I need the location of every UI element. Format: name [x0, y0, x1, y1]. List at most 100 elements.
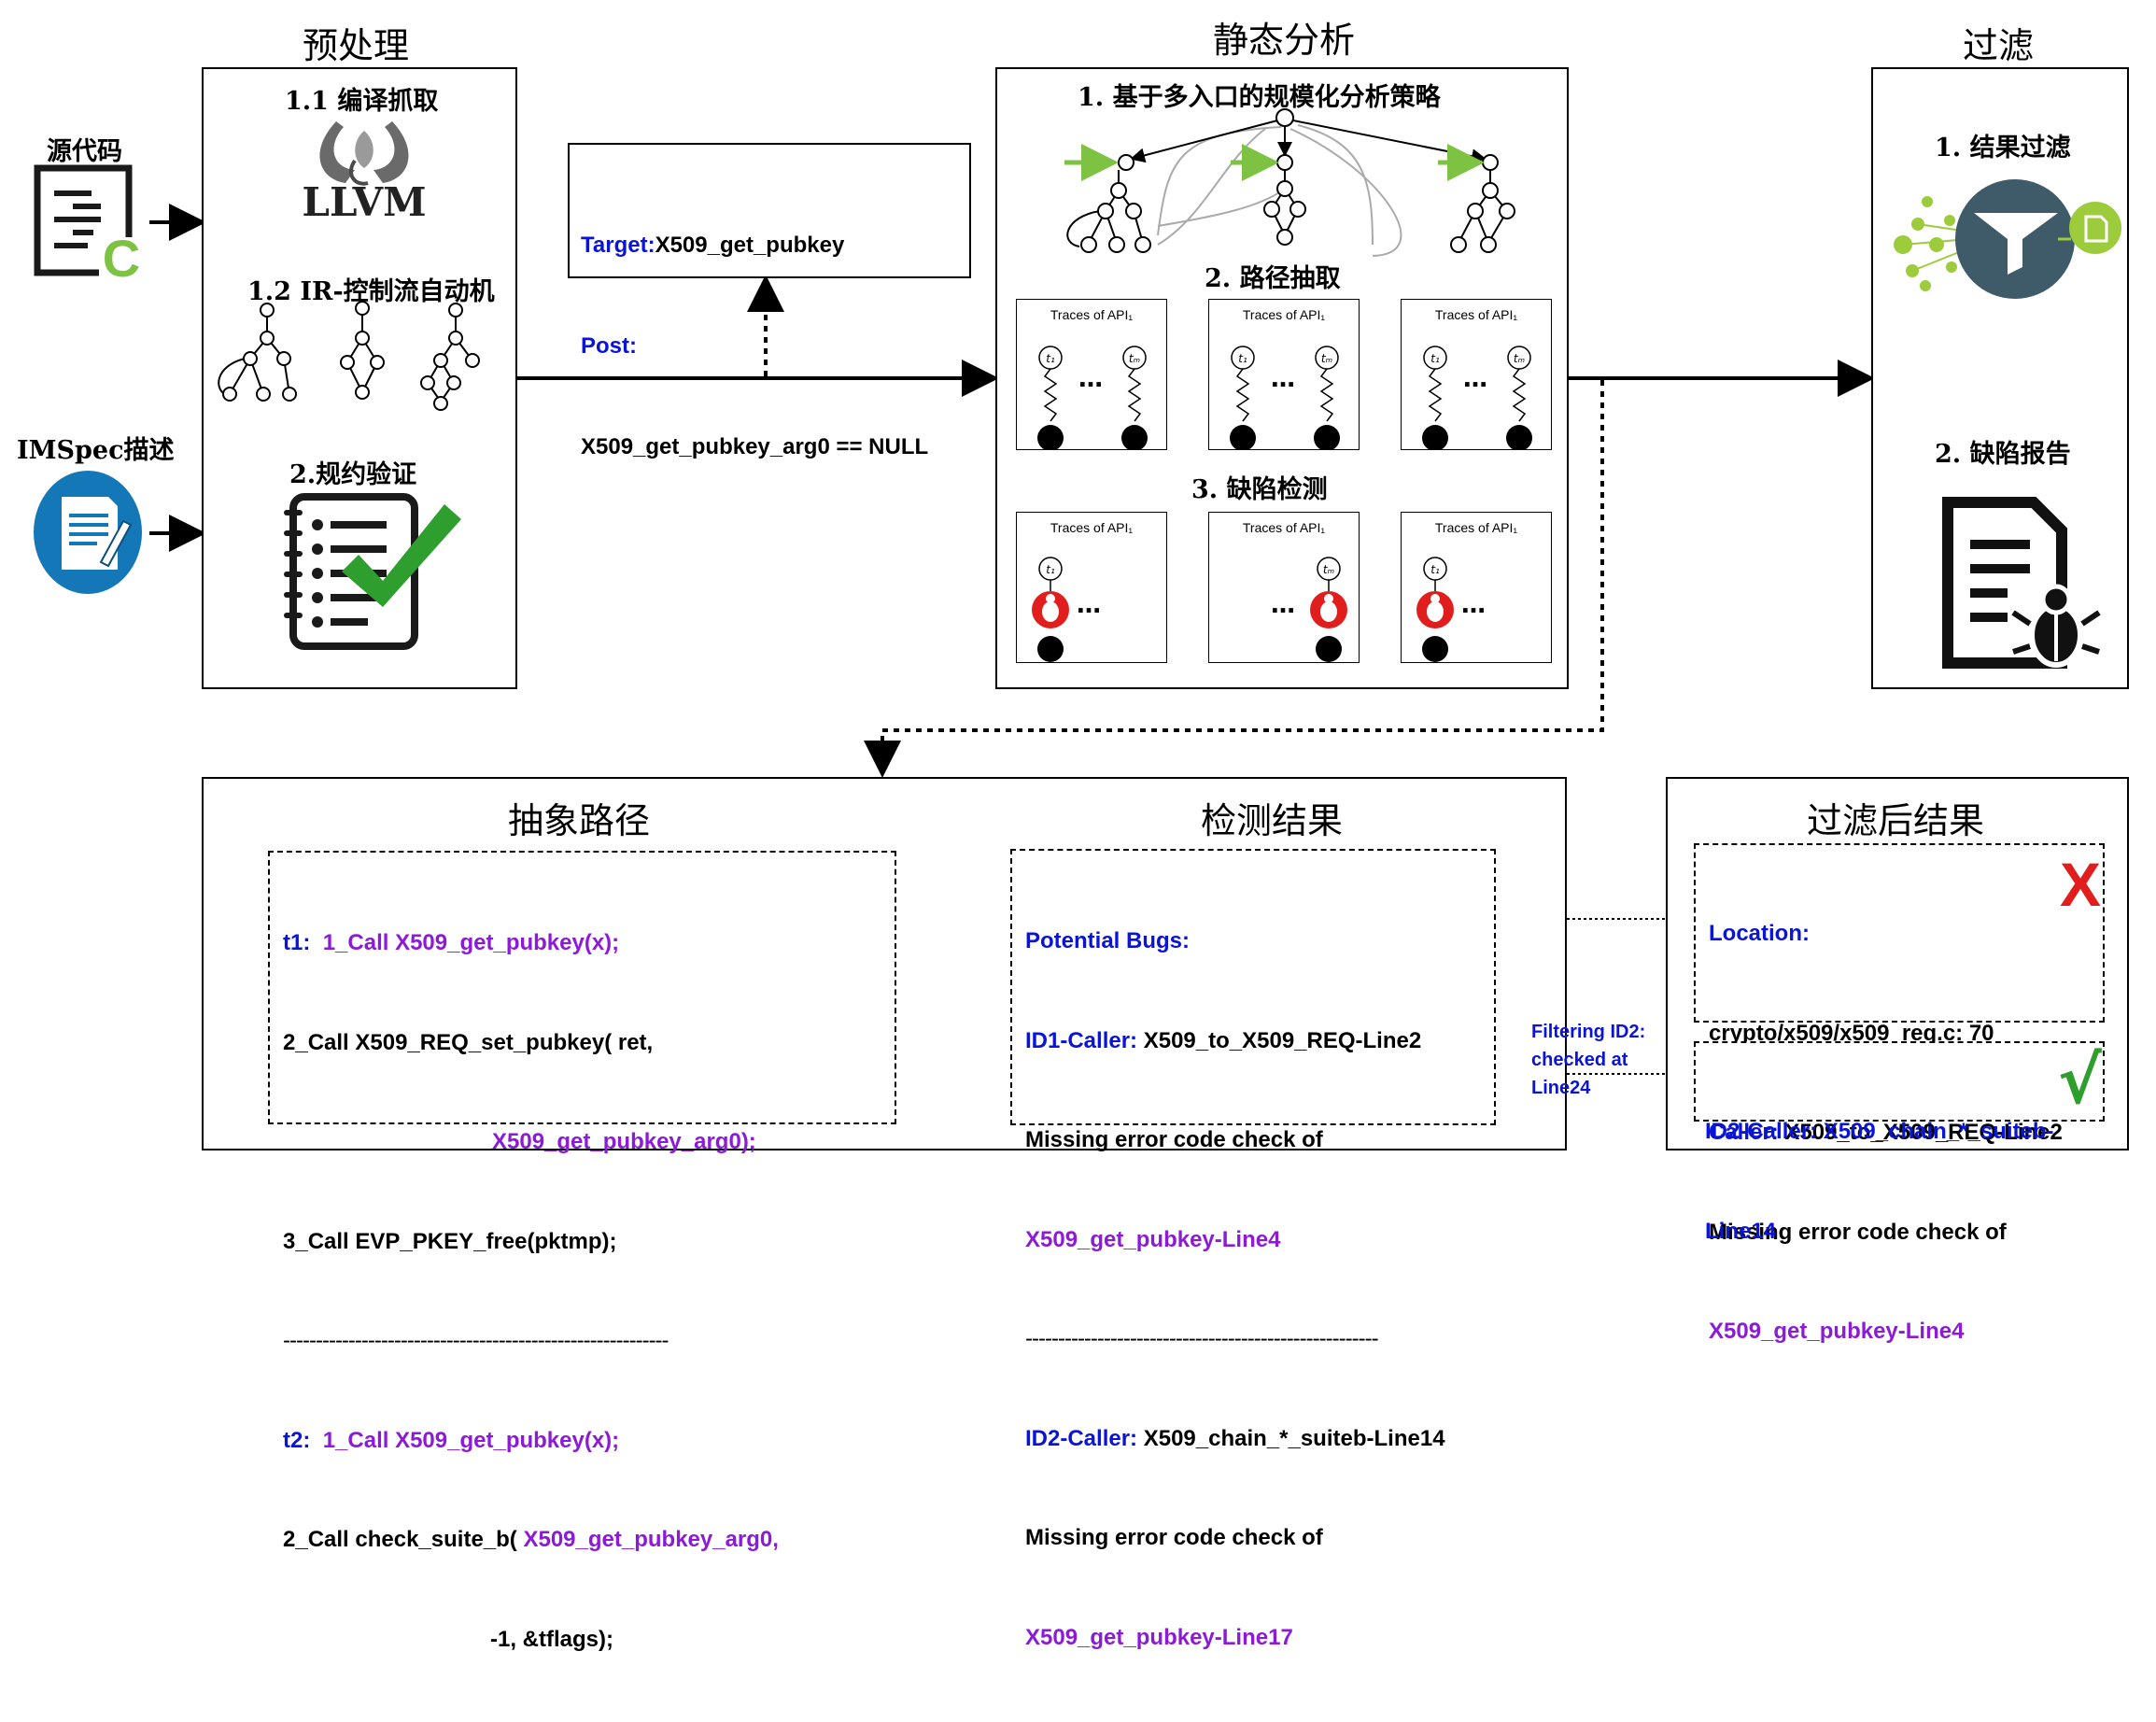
- id2-caller-value: X509_chain_*_suiteb-Line14: [1143, 1425, 1445, 1451]
- source-code-icon: C: [34, 164, 144, 281]
- target-key: Target:: [581, 233, 655, 258]
- path-trace-box: Traces of API₁ t₁ tₘ …: [1016, 299, 1167, 450]
- spec-target-box: Target:X509_get_pubkey Post: X509_get_pu…: [568, 143, 971, 459]
- spec-document-icon: [34, 471, 142, 594]
- detection-trace-box: Traces of API₁ tₘ …: [1208, 512, 1360, 663]
- caller-value: X509_to_X509_REQ-Line2: [1784, 1120, 2063, 1145]
- ellipsis: …: [1463, 365, 1487, 393]
- t2-call2-tail: -1, &tflags);: [490, 1626, 613, 1652]
- potential-bugs-heading: Potential Bugs:: [1025, 928, 1191, 953]
- svg-text:tₘ: tₘ: [1129, 352, 1140, 365]
- svg-text:t₁: t₁: [1430, 563, 1440, 576]
- filtered-function: X509_get_pubkey-Line4: [1709, 1319, 1965, 1344]
- ellipsis: …: [1077, 591, 1101, 619]
- caller-key: Caller:: [1709, 1120, 1779, 1145]
- filtered-results-title: 过滤后结果: [1806, 800, 1984, 841]
- id2-caller-key: ID2-Caller:: [1025, 1425, 1138, 1451]
- trace-title: Traces of API₁: [1434, 307, 1518, 322]
- ir-cfa-graphs: [218, 301, 480, 411]
- t2-call2: 2_Call check_suite_b(: [283, 1527, 517, 1552]
- dragon-icon: [319, 121, 409, 186]
- ellipsis: …: [1271, 591, 1295, 619]
- svg-text:C: C: [103, 229, 140, 281]
- post-key: Post:: [581, 333, 637, 359]
- id1-function: X509_get_pubkey-Line4: [1025, 1226, 1281, 1252]
- id1-caller-value: X509_to_X509_REQ-Line2: [1143, 1027, 1422, 1053]
- spec-verify-label: 2.规约验证: [289, 460, 417, 489]
- t1-prefix: t1:: [283, 930, 311, 955]
- path-extraction-label: 2. 路径抽取: [1205, 264, 1341, 293]
- preprocess-title: 预处理: [302, 25, 409, 66]
- svg-text:tₘ: tₘ: [1323, 563, 1334, 576]
- id2-filtered-line2: Line14: [1705, 1218, 1777, 1244]
- trace-title: Traces of API₁: [1050, 520, 1134, 535]
- detection-trace-box: Traces of API₁ t₁ …: [1401, 512, 1552, 663]
- t2-call2-arg: X509_get_pubkey_arg0,: [523, 1527, 779, 1552]
- compile-capture-label: 1.1 编译抓取: [285, 87, 439, 116]
- svg-text:t₁: t₁: [1046, 352, 1055, 365]
- filtered-bug-box: Location: crypto/x509/x509_req.c: 70 Cal…: [1694, 843, 2105, 1344]
- result-filter-label: 1. 结果过滤: [1935, 134, 2071, 162]
- t2-prefix: t2:: [283, 1427, 311, 1453]
- location-key: Location:: [1709, 921, 1810, 946]
- filter-funnel-icon: [1894, 179, 2121, 299]
- bug-report-icon: [1942, 497, 2101, 669]
- trace-title: Traces of API₁: [1434, 520, 1518, 535]
- ellipsis: …: [1271, 365, 1295, 393]
- multi-entry-strategy-label: 1. 基于多入口的规模化分析策略: [1078, 83, 1441, 112]
- trace-paths: t₁ tₘ: [1037, 346, 1148, 449]
- bug-trace: t₁: [1416, 557, 1454, 662]
- svg-text:t₁: t₁: [1238, 352, 1247, 365]
- t2-call1: 1_Call X509_get_pubkey(x);: [322, 1427, 620, 1453]
- detection-trace-box: Traces of API₁ t₁ …: [1016, 512, 1167, 663]
- svg-text:tₘ: tₘ: [1514, 352, 1525, 365]
- llvm-logo: LLVM: [299, 114, 430, 225]
- filter-id2-note: Filtering ID2: checked at Line24: [1531, 1022, 1646, 1098]
- t1-call2-arg: X509_get_pubkey_arg0);: [492, 1129, 756, 1154]
- bottom-dotted-connector: [864, 380, 1604, 778]
- defect-detection-label: 3. 缺陷检测: [1191, 475, 1328, 504]
- path-trace-box: Traces of API₁ t₁ tₘ …: [1208, 299, 1360, 450]
- post-condition: X509_get_pubkey_arg0 == NULL: [581, 434, 929, 459]
- path-separator: ----------------------------------------…: [283, 1328, 669, 1353]
- bug-trace: t₁: [1032, 557, 1069, 662]
- target-value: X509_get_pubkey: [655, 233, 845, 258]
- svg-text:t₁: t₁: [1430, 352, 1440, 365]
- trace-paths: t₁ tₘ: [1230, 346, 1340, 449]
- abstract-paths-title: 抽象路径: [507, 800, 650, 841]
- t1-call3: 3_Call EVP_PKEY_free(pktmp);: [283, 1228, 617, 1254]
- filtered-false-positive-box: ID2-Caller: X509_chain_*_suiteb- Line14 …: [1694, 1041, 2105, 1244]
- llvm-logo-text: LLVM: [302, 179, 427, 225]
- t1-call2: 2_Call X509_REQ_set_pubkey( ret,: [283, 1029, 654, 1055]
- detection-results-box: Potential Bugs: ID1-Caller: X509_to_X509…: [1010, 849, 1496, 1650]
- t1-call1: 1_Call X509_get_pubkey(x);: [322, 930, 620, 955]
- ellipsis: …: [1078, 365, 1103, 393]
- imspec-label: IMSpec描述: [17, 436, 175, 465]
- trace-title: Traces of API₁: [1050, 307, 1134, 322]
- trace-title: Traces of API₁: [1242, 307, 1326, 322]
- id2-function: X509_get_pubkey-Line17: [1025, 1624, 1293, 1650]
- id1-message: Missing error code check of: [1025, 1127, 1323, 1152]
- defect-report-label: 2. 缺陷报告: [1935, 440, 2071, 469]
- bug-trace: tₘ: [1310, 557, 1347, 662]
- path-trace-box: Traces of API₁ t₁ tₘ …: [1401, 299, 1552, 450]
- id1-caller-key: ID1-Caller:: [1025, 1027, 1138, 1053]
- id2-filtered-line1: ID2-Caller: X509_chain_*_suiteb-: [1705, 1119, 2054, 1144]
- trace-title: Traces of API₁: [1242, 520, 1326, 535]
- filter-title: 过滤: [1962, 25, 2034, 66]
- ir-automaton-label: 1.2 IR-控制流自动机: [247, 277, 495, 306]
- trace-paths: t₁ tₘ: [1422, 346, 1532, 449]
- svg-text:t₁: t₁: [1046, 563, 1055, 576]
- multi-entry-graph: [1064, 108, 1515, 257]
- ellipsis: …: [1461, 591, 1486, 619]
- reject-mark-icon: X: [2060, 850, 2102, 919]
- source-code-label: 源代码: [47, 137, 122, 166]
- checklist-icon: [284, 493, 461, 650]
- accept-mark-icon: √: [2058, 1042, 2102, 1119]
- bug-separator: ----------------------------------------…: [1025, 1326, 1379, 1351]
- id2-message: Missing error code check of: [1025, 1525, 1323, 1550]
- detection-results-title: 检测结果: [1200, 800, 1343, 841]
- static-analysis-title: 静态分析: [1212, 20, 1355, 61]
- svg-text:tₘ: tₘ: [1321, 352, 1332, 365]
- abstract-paths-box: t1: 1_Call X509_get_pubkey(x); 2_Call X5…: [268, 851, 896, 1652]
